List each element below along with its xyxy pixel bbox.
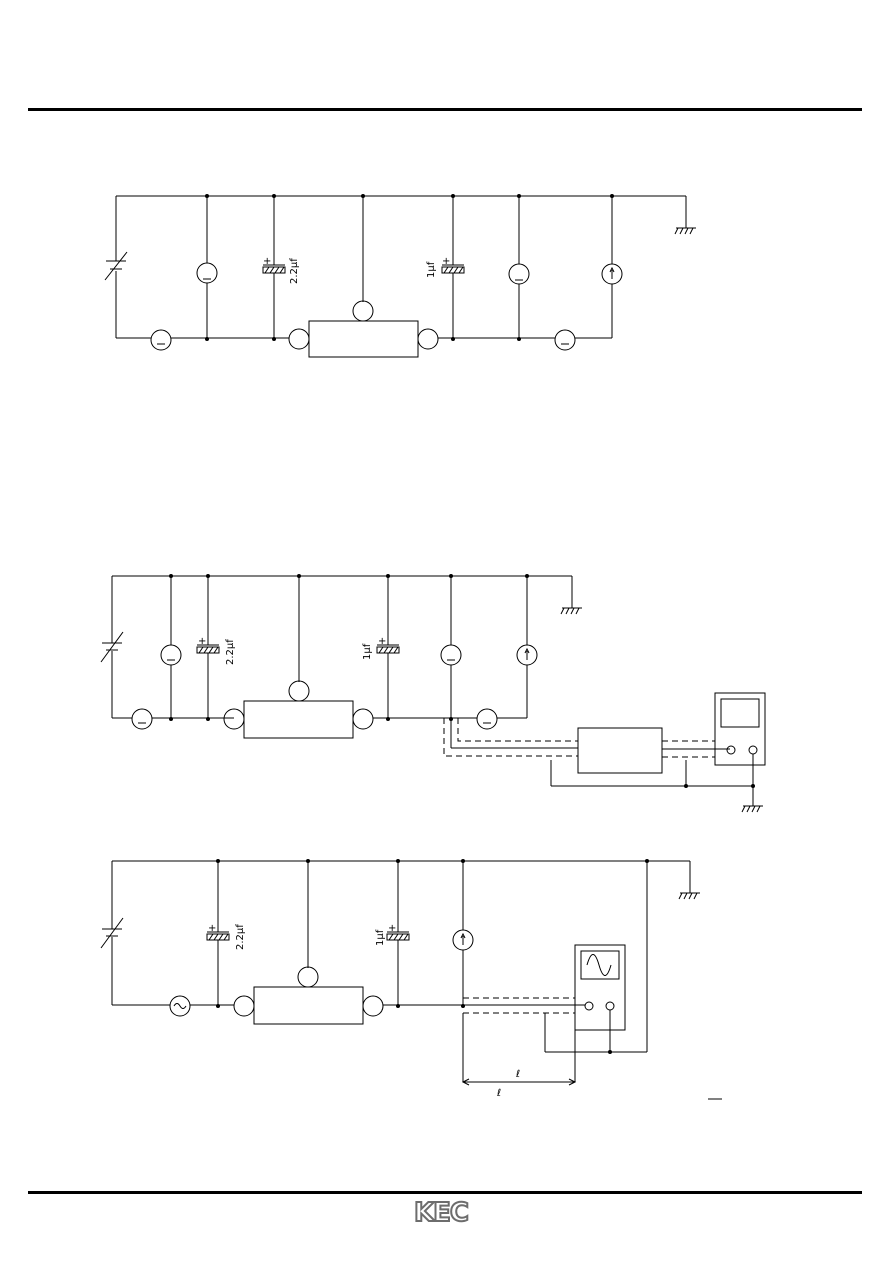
scope-input-terminal (727, 746, 735, 754)
shielded-cable-scope (662, 741, 730, 757)
ic-ground-pin (353, 301, 373, 321)
capacitor-1uf (387, 932, 409, 940)
meter-left-bottom (151, 330, 171, 350)
ic-box (244, 701, 353, 738)
ic-output-pin (363, 996, 383, 1016)
meter-right-bottom (555, 330, 575, 350)
capacitor-label-2-2uf: 2.2μf (289, 258, 300, 284)
ic-output-pin (353, 709, 373, 729)
meter-branch-2 (509, 264, 529, 284)
shielded-cable (444, 718, 578, 756)
variable-supply-symbol (105, 252, 127, 280)
plus-sign: + (442, 256, 450, 267)
capacitor-label-2-2uf: 2.2μf (225, 639, 236, 665)
meter-left-bottom (132, 709, 152, 729)
test-circuit-3: + 2.2μf + 1μf ℓ ℓ (101, 859, 722, 1099)
scope-input-terminal (585, 1002, 593, 1010)
ic-output-pin (418, 329, 438, 349)
plus-sign: + (378, 636, 386, 647)
variable-supply-symbol (101, 632, 123, 662)
header-rule (28, 108, 862, 111)
shielded-cable (463, 998, 585, 1013)
length-label: ℓ (497, 1088, 501, 1099)
logo-text: KEC (414, 1198, 468, 1225)
oscilloscope-screen (721, 699, 759, 727)
ic-box (309, 321, 418, 357)
capacitor-label-1uf: 1μf (362, 643, 373, 660)
footer-rule (28, 1191, 862, 1194)
oscilloscope-box (575, 945, 625, 1030)
plus-sign: + (208, 923, 216, 934)
plus-sign: + (388, 923, 396, 934)
length-dimension (463, 1079, 575, 1085)
ic-input-pin (224, 709, 244, 729)
capacitor-1uf (442, 265, 464, 273)
sine-wave-display (587, 955, 611, 976)
meter-right-bottom (477, 709, 497, 729)
meter-branch-1 (197, 263, 217, 283)
ic-input-pin (234, 996, 254, 1016)
ic-input-pin (289, 329, 309, 349)
ac-signal-source (170, 996, 190, 1016)
meter-branch-1 (161, 645, 181, 665)
ground-symbol (742, 806, 763, 812)
ground-symbol (679, 893, 700, 899)
capacitor-label-2-2uf: 2.2μf (235, 924, 246, 950)
ic-ground-pin (298, 967, 318, 987)
ground-symbol (561, 608, 582, 614)
plus-sign: + (263, 256, 271, 267)
oscilloscope-box (715, 693, 765, 765)
capacitor-label-1uf: 1μf (426, 261, 437, 278)
ground-symbol (675, 228, 696, 234)
distortion-analyzer-box (578, 728, 662, 773)
plus-sign: + (198, 636, 206, 647)
test-circuit-1: + 2.2μf + 1μf (105, 194, 696, 357)
ic-box (254, 987, 363, 1024)
capacitor-label-1uf: 1μf (375, 929, 386, 946)
kec-logo: KEC (413, 1197, 470, 1225)
length-label: ℓ (516, 1069, 520, 1080)
ic-ground-pin (289, 681, 309, 701)
meter-branch-2 (441, 645, 461, 665)
scope-ground-terminal (606, 1002, 614, 1010)
variable-supply-symbol (101, 918, 123, 948)
oscilloscope-screen (581, 951, 619, 979)
test-circuit-2: + 2.2μf + 1μf (101, 574, 765, 812)
scope-ground-terminal (749, 746, 757, 754)
